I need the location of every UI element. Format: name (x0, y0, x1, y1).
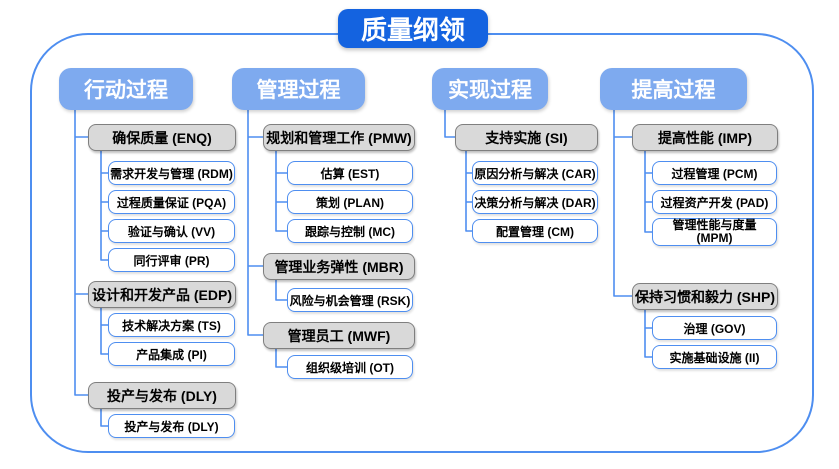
node-gov: 治理 (GOV) (652, 316, 777, 340)
node-ts: 技术解决方案 (TS) (108, 313, 235, 337)
node-ii: 实施基础设施 (II) (652, 345, 777, 369)
node-edp: 设计和开发产品 (EDP) (88, 281, 236, 308)
node-pqa: 过程质量保证 (PQA) (108, 190, 235, 214)
column-header-management-process: 管理过程 (232, 68, 365, 110)
node-pi: 产品集成 (PI) (108, 342, 235, 366)
node-mc: 跟踪与控制 (MC) (287, 219, 413, 243)
node-shp: 保持习惯和毅力 (SHP) (632, 283, 778, 310)
node-dly: 投产与发布 (DLY) (88, 382, 236, 409)
node-rsk: 风险与机会管理 (RSK) (287, 288, 413, 312)
column-header-implementation-process: 实现过程 (432, 68, 548, 110)
column-header-action-process: 行动过程 (59, 68, 193, 110)
node-mbr: 管理业务弹性 (MBR) (263, 253, 415, 280)
node-car: 原因分析与解决 (CAR) (472, 161, 598, 185)
node-vv: 验证与确认 (VV) (108, 219, 235, 243)
node-mpm: 管理性能与度量 (MPM) (652, 218, 777, 246)
node-pr: 同行评审 (PR) (108, 248, 235, 272)
node-pad: 过程资产开发 (PAD) (652, 190, 777, 214)
node-mwf: 管理员工 (MWF) (263, 322, 415, 349)
node-plan: 策划 (PLAN) (287, 190, 413, 214)
column-header-improvement-process: 提高过程 (600, 68, 747, 110)
node-si: 支持实施 (SI) (455, 124, 598, 151)
node-pcm: 过程管理 (PCM) (652, 161, 777, 185)
node-ot: 组织级培训 (OT) (287, 355, 413, 379)
node-dar: 决策分析与解决 (DAR) (472, 190, 598, 214)
node-dly-sub: 投产与发布 (DLY) (108, 414, 235, 438)
node-pmw: 规划和管理工作 (PMW) (263, 124, 415, 151)
node-enq: 确保质量 (ENQ) (88, 124, 236, 151)
node-rdm: 需求开发与管理 (RDM) (108, 161, 235, 185)
node-cm: 配置管理 (CM) (472, 219, 598, 243)
node-est: 估算 (EST) (287, 161, 413, 185)
diagram-title: 质量纲领 (338, 9, 488, 48)
node-imp: 提高性能 (IMP) (632, 124, 778, 151)
